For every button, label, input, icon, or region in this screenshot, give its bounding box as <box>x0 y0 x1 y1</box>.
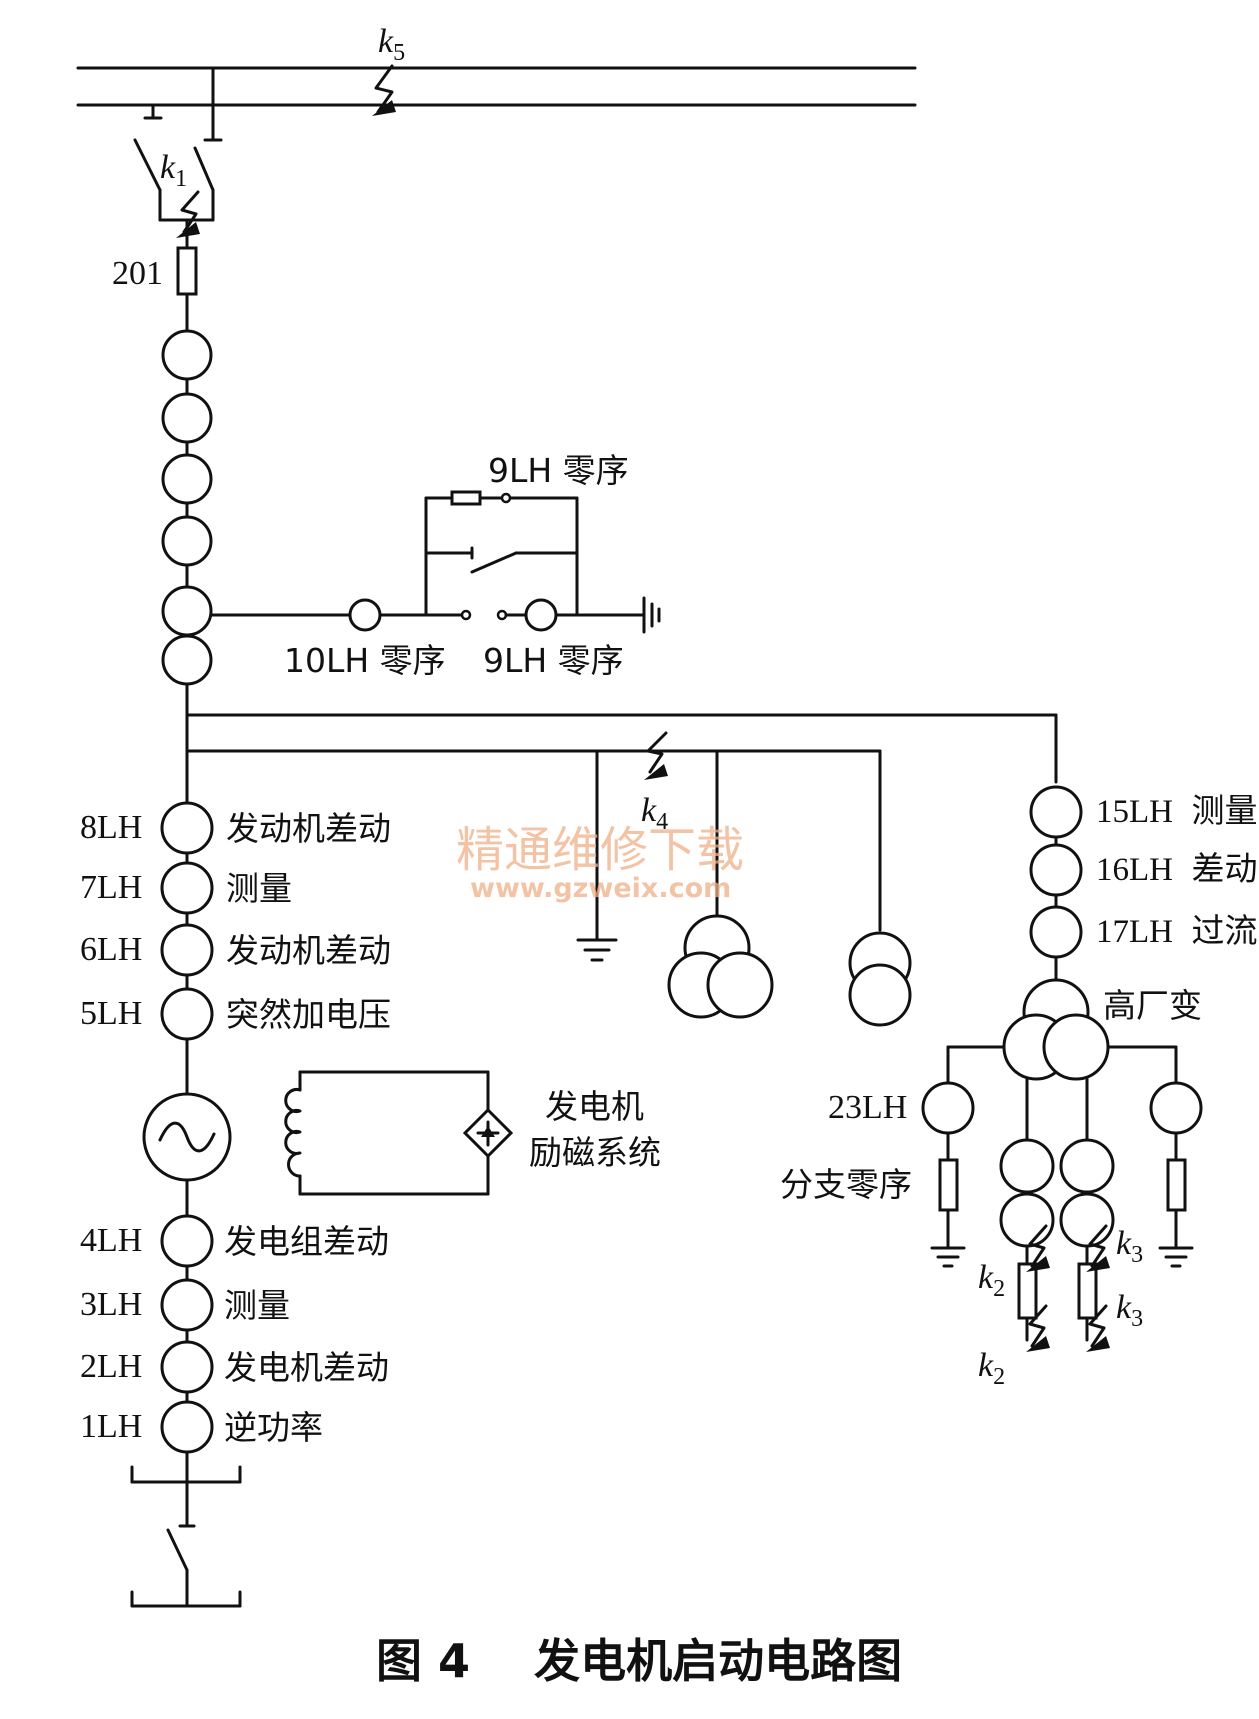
excitation-label-line1: 发电机 <box>545 1087 644 1126</box>
fault-k4-marker: k4 <box>641 731 668 835</box>
watermark-line2: www.gzweix.com <box>470 873 731 904</box>
ct-coil <box>1059 1138 1115 1194</box>
ct-id-label: 15LH <box>1096 794 1173 830</box>
ct-15lh: 15LH 测量 <box>1029 785 1258 839</box>
ct-function-label: 测量 <box>1192 791 1258 830</box>
fault-k1-marker: k1 <box>160 149 200 238</box>
ct-id-label: 7LH <box>80 869 142 906</box>
ct-3lh: 3LH 测量 <box>80 1278 290 1332</box>
two-winding-transformer <box>848 749 912 1027</box>
ct-id-and-function: 17LH 过流 <box>1096 911 1258 950</box>
neutral-switch-bracket <box>130 1465 242 1608</box>
fault-k3-label: k3 <box>1116 1289 1143 1332</box>
ct-6lh: 6LH 发动机差动 <box>80 923 391 977</box>
watermark-line1: 精通维修下载 <box>456 822 744 878</box>
ct-9lh <box>524 598 558 632</box>
horizontal-taps <box>185 713 1058 784</box>
generator-symbol <box>142 1092 232 1182</box>
ct-8lh: 8LH 发动机差动 <box>80 801 391 855</box>
ct-23lh-label: 23LH <box>828 1089 907 1126</box>
fault-k2-label: k2 <box>978 1259 1005 1302</box>
ct-16lh: 16LH 差动 <box>1029 843 1258 897</box>
ct-id-label: 8LH <box>80 809 142 846</box>
hv-aux-transformer: 高厂变 <box>1002 978 1202 1081</box>
branch-resistor <box>1017 1262 1038 1320</box>
figure-caption: 图 4 发电机启动电路图 <box>376 1634 902 1688</box>
field-winding-coil <box>284 1088 302 1178</box>
fault-k2-upper-marker: k2 <box>978 1224 1050 1302</box>
excitation-system: 发电机 励磁系统 <box>284 1070 661 1196</box>
fault-k2-lower-marker: k2 <box>978 1304 1050 1390</box>
ct-id-label: 16LH <box>1096 852 1173 888</box>
zero-seq-top-label: 9LH 零序 <box>488 451 629 490</box>
ct-coil <box>999 1192 1055 1248</box>
neutral-zero-sequence-branch <box>209 490 661 634</box>
ct-coil <box>1059 1192 1115 1248</box>
ct-coil <box>161 453 213 505</box>
branch-resistor <box>1166 1158 1187 1212</box>
ct-17lh: 17LH 过流 <box>1029 905 1258 959</box>
fault-k5-label: k5 <box>378 23 405 66</box>
ct-7lh: 7LH 测量 <box>80 861 292 915</box>
branch-resistor <box>938 1158 959 1212</box>
fault-k3-label: k3 <box>1116 1225 1143 1268</box>
zero-seq-resistor <box>450 490 482 506</box>
ct-id-and-function: 15LH 测量 <box>1096 791 1258 830</box>
branch-resistor <box>1077 1262 1098 1320</box>
fault-k4-label: k4 <box>641 792 668 835</box>
ct-4lh: 4LH 发电组差动 <box>80 1214 389 1268</box>
ct-id-label: 3LH <box>80 1286 142 1323</box>
fault-k2-label: k2 <box>978 1347 1005 1390</box>
ct-coil <box>161 634 213 686</box>
zero-seq-right-label: 9LH 零序 <box>483 641 624 680</box>
excitation-label-line2: 励磁系统 <box>529 1133 661 1172</box>
ct-id-label: 5LH <box>80 995 142 1032</box>
ct-function-label: 发电组差动 <box>224 1222 389 1261</box>
ct-23lh <box>921 1081 975 1135</box>
ct-function-label: 差动 <box>1192 849 1258 888</box>
ct-id-and-function: 16LH 差动 <box>1096 849 1258 888</box>
ct-id-label: 17LH <box>1096 914 1173 950</box>
aux-branches: 23LH 分支零序 <box>780 1045 1203 1342</box>
ct-function-label: 发动机差动 <box>226 809 391 848</box>
disconnector-group <box>133 66 223 250</box>
ct-coil <box>999 1138 1055 1194</box>
fault-k3-upper-marker: k3 <box>1086 1224 1143 1272</box>
ct-coil <box>161 515 213 567</box>
breaker-201: 201 <box>112 246 198 296</box>
ac-sine-icon <box>158 1121 216 1153</box>
ct-id-label: 4LH <box>80 1222 142 1259</box>
fault-k3-lower-marker: k3 <box>1086 1289 1143 1352</box>
busbars <box>76 66 917 107</box>
ct-function-label: 发动机差动 <box>226 931 391 970</box>
fault-k5-marker: k5 <box>372 23 405 116</box>
ct-function-label: 突然加电压 <box>226 995 391 1034</box>
ct-2lh: 2LH 发电机差动 <box>80 1340 389 1394</box>
ct-coil <box>161 329 213 381</box>
fault-k1-label: k1 <box>160 149 187 192</box>
ct-1lh: 1LH 逆功率 <box>80 1400 323 1454</box>
ct-id-label: 6LH <box>80 931 142 968</box>
ct-function-label: 发电机差动 <box>224 1348 389 1387</box>
watermark: 精通维修下载 www.gzweix.com <box>456 822 744 904</box>
ct-function-label: 逆功率 <box>224 1408 323 1447</box>
upper-ct-stack <box>161 329 213 686</box>
ct-10lh <box>348 598 382 632</box>
ct-coil <box>1149 1081 1203 1135</box>
ct-function-label: 过流 <box>1192 911 1258 950</box>
zero-seq-left-label: 10LH 零序 <box>284 641 446 680</box>
breaker-201-label: 201 <box>112 255 163 292</box>
ct-function-label: 测量 <box>224 1286 290 1325</box>
ct-id-label: 2LH <box>80 1348 142 1385</box>
ct-5lh: 5LH 突然加电压 <box>80 987 391 1041</box>
ct-function-label: 测量 <box>226 869 292 908</box>
hv-aux-transformer-label: 高厂变 <box>1103 986 1202 1025</box>
branch-zero-seq-label: 分支零序 <box>780 1165 912 1204</box>
three-winding-transformer <box>667 749 774 1019</box>
ground-tap-branch <box>576 749 618 962</box>
ct-coil <box>161 392 213 444</box>
ct-coil <box>161 585 213 637</box>
ct-id-label: 1LH <box>80 1408 142 1445</box>
